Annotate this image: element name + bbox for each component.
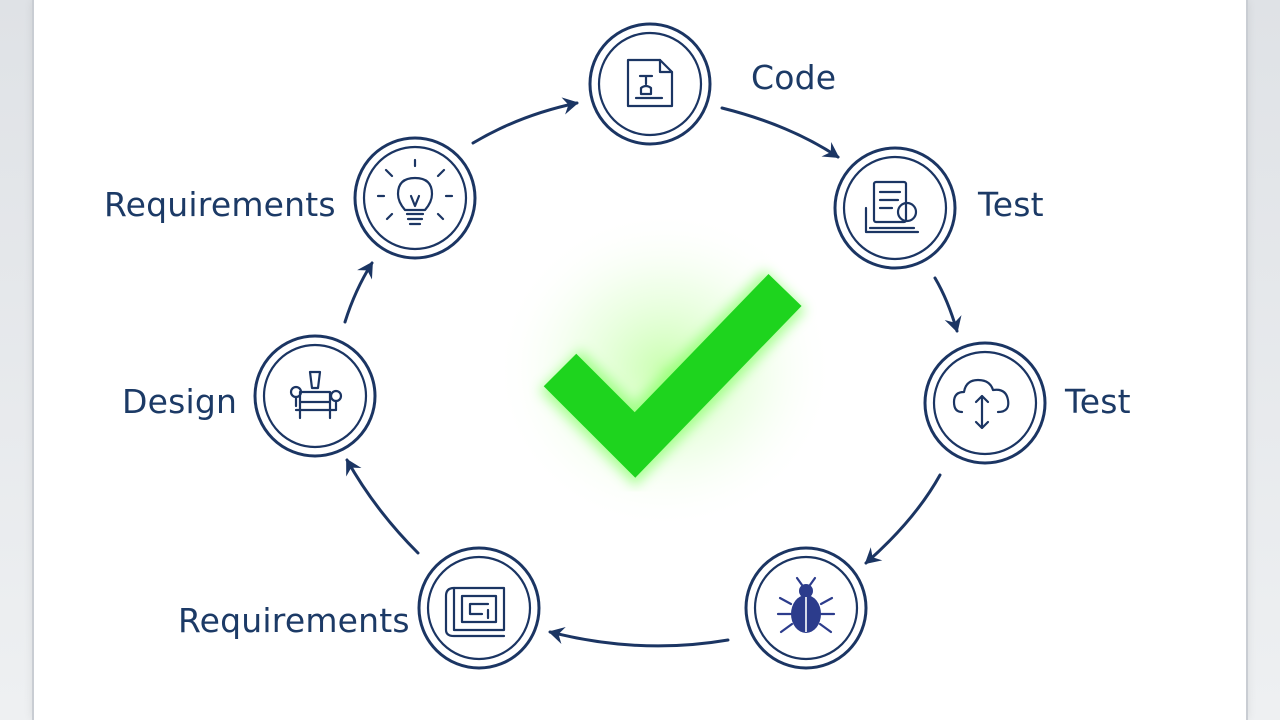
arrow-requirements-to-design bbox=[345, 458, 420, 555]
stage-label-requirements-bottom: Requirements bbox=[178, 601, 410, 640]
checkmark-icon bbox=[495, 210, 835, 530]
stage-code: Code bbox=[588, 22, 836, 146]
stage-test-report: Test bbox=[833, 146, 1044, 270]
stage-requirements-top: Requirements bbox=[104, 136, 477, 260]
arrow-test-to-test bbox=[933, 276, 962, 333]
code-document-icon bbox=[626, 58, 674, 108]
cycle-arrows bbox=[343, 97, 962, 648]
test-report-icon bbox=[864, 180, 920, 234]
stage-label-design: Design bbox=[122, 382, 237, 421]
stage-requirements-bottom: Requirements bbox=[178, 546, 541, 670]
arrow-bug-to-requirements bbox=[548, 626, 730, 648]
stage-label-test-1: Test bbox=[977, 185, 1044, 224]
stage-label-code: Code bbox=[751, 58, 836, 97]
stage-test-cloud: Test bbox=[923, 341, 1131, 465]
stage-label-requirements-top: Requirements bbox=[104, 185, 336, 224]
arrow-test-to-bug bbox=[864, 473, 942, 565]
design-workbench-icon bbox=[289, 370, 343, 420]
stage-label-test-2: Test bbox=[1064, 382, 1131, 421]
blueprint-icon bbox=[444, 586, 506, 638]
stage-bug bbox=[744, 546, 868, 670]
lightbulb-icon bbox=[376, 158, 454, 226]
bug-icon bbox=[776, 576, 836, 634]
arrow-requirements-to-code bbox=[471, 97, 579, 145]
arrow-code-to-test bbox=[720, 106, 840, 159]
stage-design: Design bbox=[122, 334, 377, 458]
arrow-design-to-requirements bbox=[343, 261, 374, 324]
cloud-deploy-icon bbox=[952, 378, 1010, 430]
